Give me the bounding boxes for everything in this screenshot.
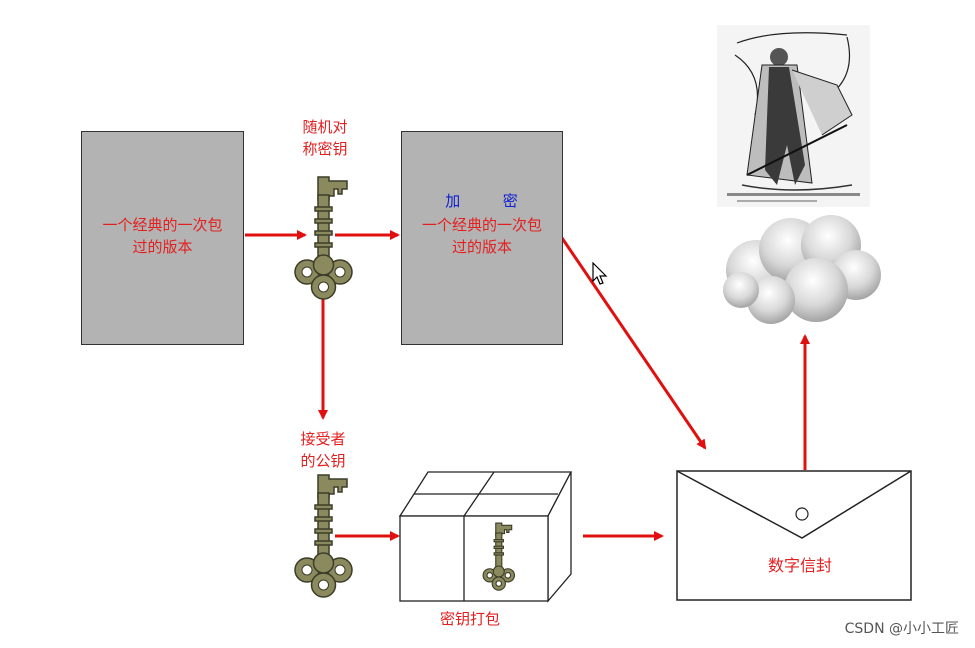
- plain-document-text: 一个经典的一次包 过的版本: [102, 216, 223, 256]
- arrow-encrypted-to-envelope: [560, 237, 707, 450]
- warrior-illustration: [717, 25, 870, 207]
- key-icon: [294, 474, 353, 598]
- plain-document: 一个经典的一次包 过的版本: [81, 131, 244, 345]
- encrypt-title: 加 密: [445, 192, 519, 210]
- envelope-label: 数字信封: [768, 556, 833, 575]
- cloud-icon: [723, 215, 881, 324]
- key-icon: [294, 176, 353, 300]
- encrypted-document-text: 一个经典的一次包 过的版本: [421, 216, 542, 256]
- encrypted-document: 加 密 一个经典的一次包 过的版本: [401, 131, 563, 345]
- symmetric-key-label: 随机对 称密钥: [302, 118, 348, 158]
- package-icon: [398, 471, 573, 603]
- cursor-icon: [592, 262, 608, 285]
- key-package-label: 密钥打包: [439, 610, 500, 628]
- envelope-icon: [676, 470, 912, 601]
- recipient-key-label: 接受者 的公钥: [300, 430, 346, 470]
- watermark: CSDN @小小工匠: [844, 621, 959, 637]
